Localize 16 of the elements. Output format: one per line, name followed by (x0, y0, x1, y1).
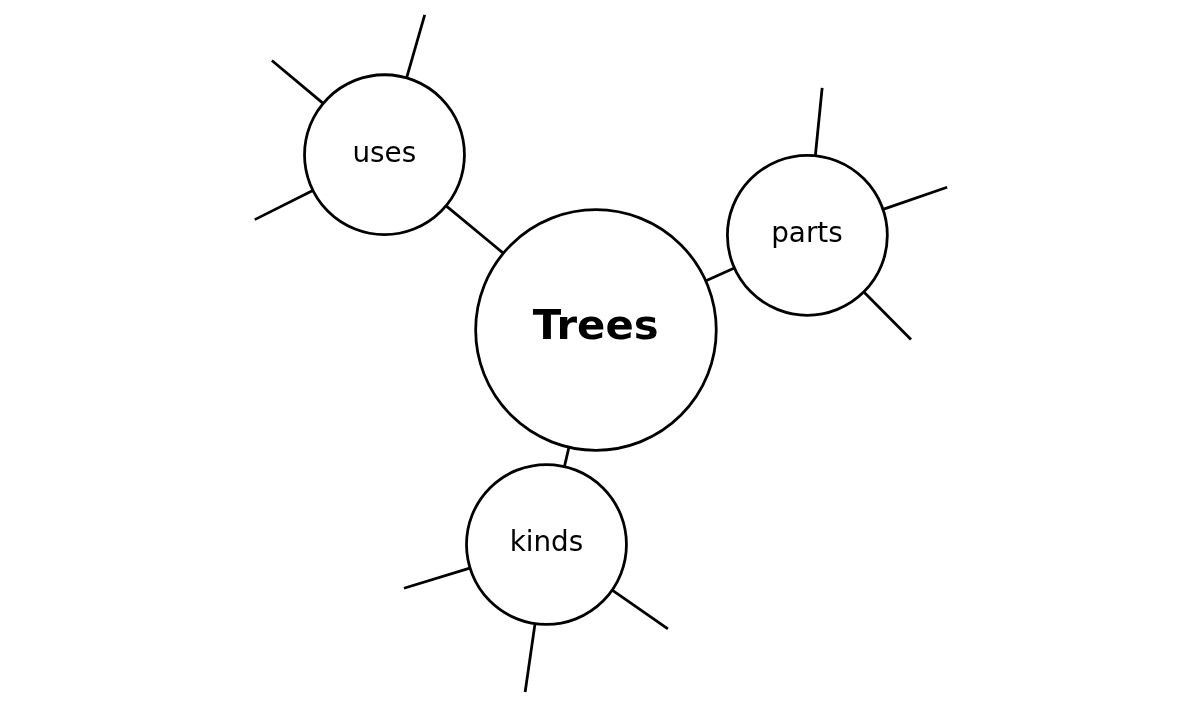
connector (253, 189, 313, 221)
node-circle: Trees (473, 208, 718, 452)
connector (610, 589, 669, 630)
connector (403, 566, 470, 590)
connector (270, 59, 323, 104)
connector (523, 623, 536, 693)
connector (562, 446, 570, 467)
connector (882, 186, 948, 211)
connector (404, 14, 426, 79)
connector (813, 87, 824, 156)
connector (444, 204, 504, 255)
node-circle: uses (302, 73, 466, 237)
connector (862, 291, 912, 341)
node-circle: parts (725, 153, 889, 317)
node-circle: kinds (464, 463, 628, 626)
connector (704, 266, 734, 282)
